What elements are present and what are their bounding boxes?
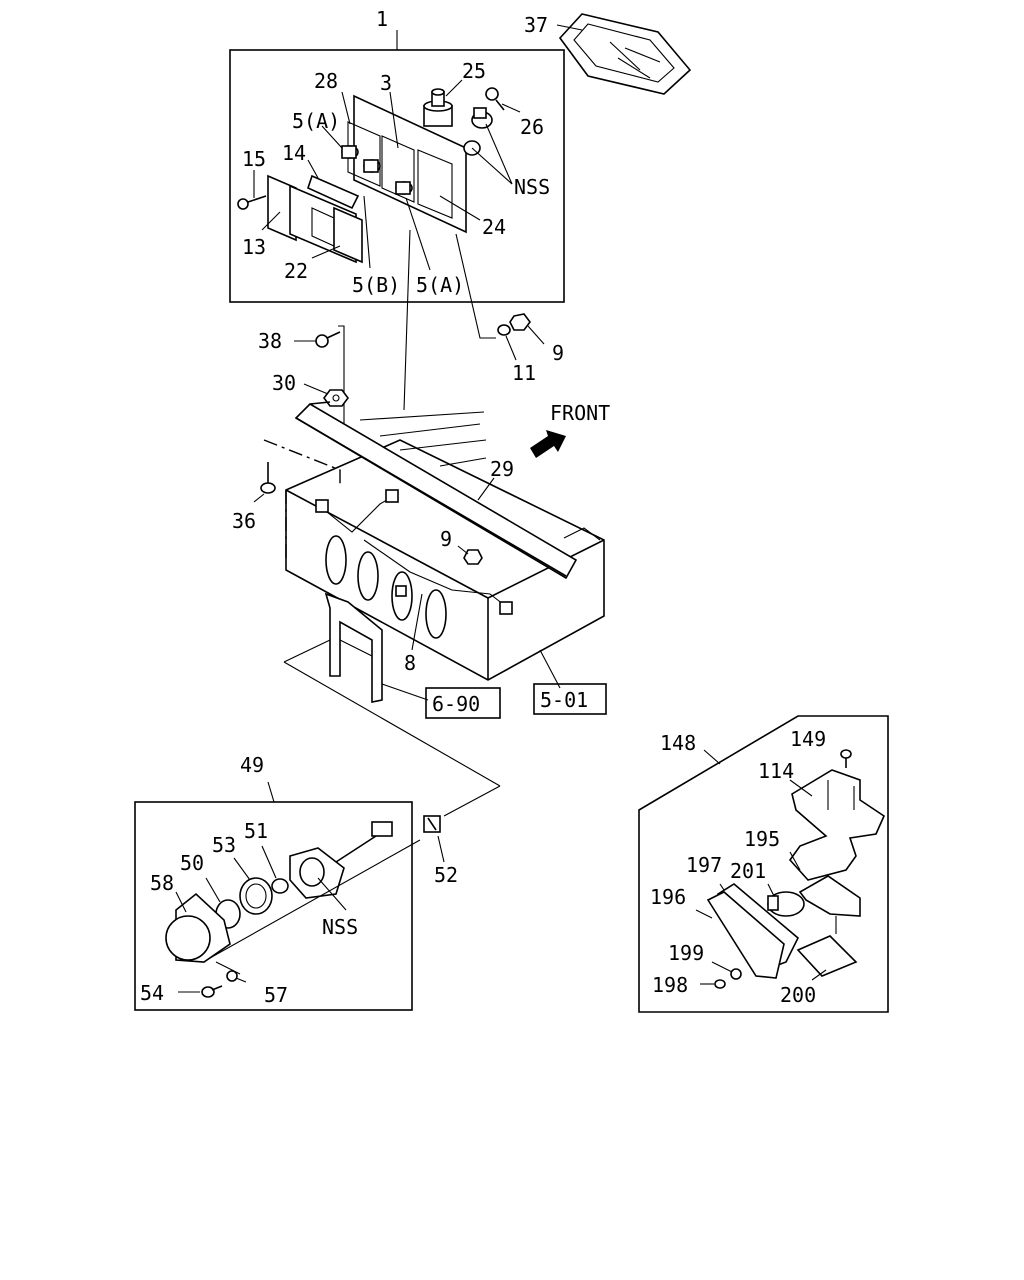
- callout-5b: 5(B): [352, 273, 400, 297]
- part-51-bulb[interactable]: [271, 878, 289, 894]
- callout-148: 148: [660, 731, 696, 755]
- callout-28: 28: [314, 69, 338, 93]
- step-bracket: [324, 592, 383, 703]
- leader-lines-148: [695, 779, 827, 985]
- front-arrow: [530, 430, 566, 458]
- leader-lines-top: [253, 79, 521, 271]
- callout-52: 52: [434, 863, 458, 887]
- callout-196: 196: [650, 885, 686, 909]
- ref-5-01[interactable]: [533, 683, 607, 715]
- callout-1: 1: [376, 7, 388, 31]
- part-9-nut-mid[interactable]: [463, 549, 483, 565]
- chassis-frame: [285, 411, 605, 681]
- front-label: FRONT: [550, 401, 610, 425]
- callout-114: 114: [758, 759, 794, 783]
- callout-14: 14: [282, 141, 306, 165]
- callout-201: 201: [730, 859, 766, 883]
- callout-22: 22: [284, 259, 308, 283]
- part-9-nut-top[interactable]: [509, 313, 531, 331]
- callout-36: 36: [232, 509, 256, 533]
- callout-8: 8: [404, 651, 416, 675]
- callout-30: 30: [272, 371, 296, 395]
- callout-5a-top: 5(A): [292, 109, 340, 133]
- callout-50: 50: [180, 851, 204, 875]
- part-8-harness[interactable]: [315, 489, 513, 615]
- part-58-housing[interactable]: [165, 892, 231, 963]
- callout-38: 38: [258, 329, 282, 353]
- part-54-screw[interactable]: [201, 985, 223, 998]
- nss-cap-1[interactable]: [471, 107, 493, 129]
- callout-54: 54: [140, 981, 164, 1005]
- callout-3: 3: [380, 71, 392, 95]
- callout-57: 57: [264, 983, 288, 1007]
- callout-26: 26: [520, 115, 544, 139]
- button-5a-2[interactable]: [395, 181, 413, 195]
- part-198-screw[interactable]: [714, 979, 726, 989]
- part-200-plate[interactable]: [796, 875, 861, 977]
- callout-37: 37: [524, 13, 548, 37]
- part-201-bulb[interactable]: [767, 891, 805, 917]
- callout-197: 197: [686, 853, 722, 877]
- callout-25: 25: [462, 59, 486, 83]
- part-25-switch[interactable]: [423, 88, 453, 127]
- part-196-lens[interactable]: [706, 891, 785, 979]
- callout-9-mid: 9: [440, 527, 452, 551]
- callout-195: 195: [744, 827, 780, 851]
- part-26-screw[interactable]: [485, 87, 505, 111]
- switch-panel-assembly: [267, 94, 467, 264]
- callout-15: 15: [242, 147, 266, 171]
- part-11-washer[interactable]: [497, 324, 511, 336]
- part-38-bolt[interactable]: [315, 331, 341, 348]
- part-114-bracket[interactable]: [788, 769, 886, 881]
- part-57-washer[interactable]: [226, 970, 238, 982]
- callout-11: 11: [512, 361, 536, 385]
- leader-lines-49: [175, 845, 347, 983]
- group-49-frame: [134, 801, 413, 1011]
- part-149-screw[interactable]: [840, 749, 852, 768]
- part-29-bracket[interactable]: [294, 401, 578, 580]
- callout-nss-top: NSS: [514, 175, 550, 199]
- callout-9-right: 9: [552, 341, 564, 365]
- callout-58: 58: [150, 871, 174, 895]
- callout-149: 149: [790, 727, 826, 751]
- callout-5a-bottom: 5(A): [416, 273, 464, 297]
- part-36-bolt[interactable]: [260, 462, 276, 494]
- callout-51: 51: [244, 819, 268, 843]
- callout-199: 199: [668, 941, 704, 965]
- part-53-ring[interactable]: [239, 877, 273, 915]
- part-199-washer[interactable]: [730, 968, 742, 980]
- callout-nss-bottom: NSS: [322, 915, 358, 939]
- callout-29: 29: [490, 457, 514, 481]
- callout-53: 53: [212, 833, 236, 857]
- ref-6-90[interactable]: [425, 687, 501, 719]
- part-30-nut[interactable]: [323, 389, 349, 407]
- lamp-base-assembly[interactable]: [289, 821, 393, 899]
- callout-24: 24: [482, 215, 506, 239]
- button-5b[interactable]: [363, 159, 381, 173]
- ref-6-90-label[interactable]: 6-90: [432, 692, 480, 716]
- callout-13: 13: [242, 235, 266, 259]
- button-5a-1[interactable]: [341, 145, 359, 159]
- part-52-clip[interactable]: [423, 815, 441, 833]
- ref-5-01-label[interactable]: 5-01: [540, 688, 588, 712]
- part-37-cover[interactable]: [558, 13, 692, 95]
- callout-200: 200: [780, 983, 816, 1007]
- callout-49: 49: [240, 753, 264, 777]
- callout-198: 198: [652, 973, 688, 997]
- group-148-frame: [638, 715, 889, 1013]
- part-15-screw[interactable]: [237, 195, 267, 210]
